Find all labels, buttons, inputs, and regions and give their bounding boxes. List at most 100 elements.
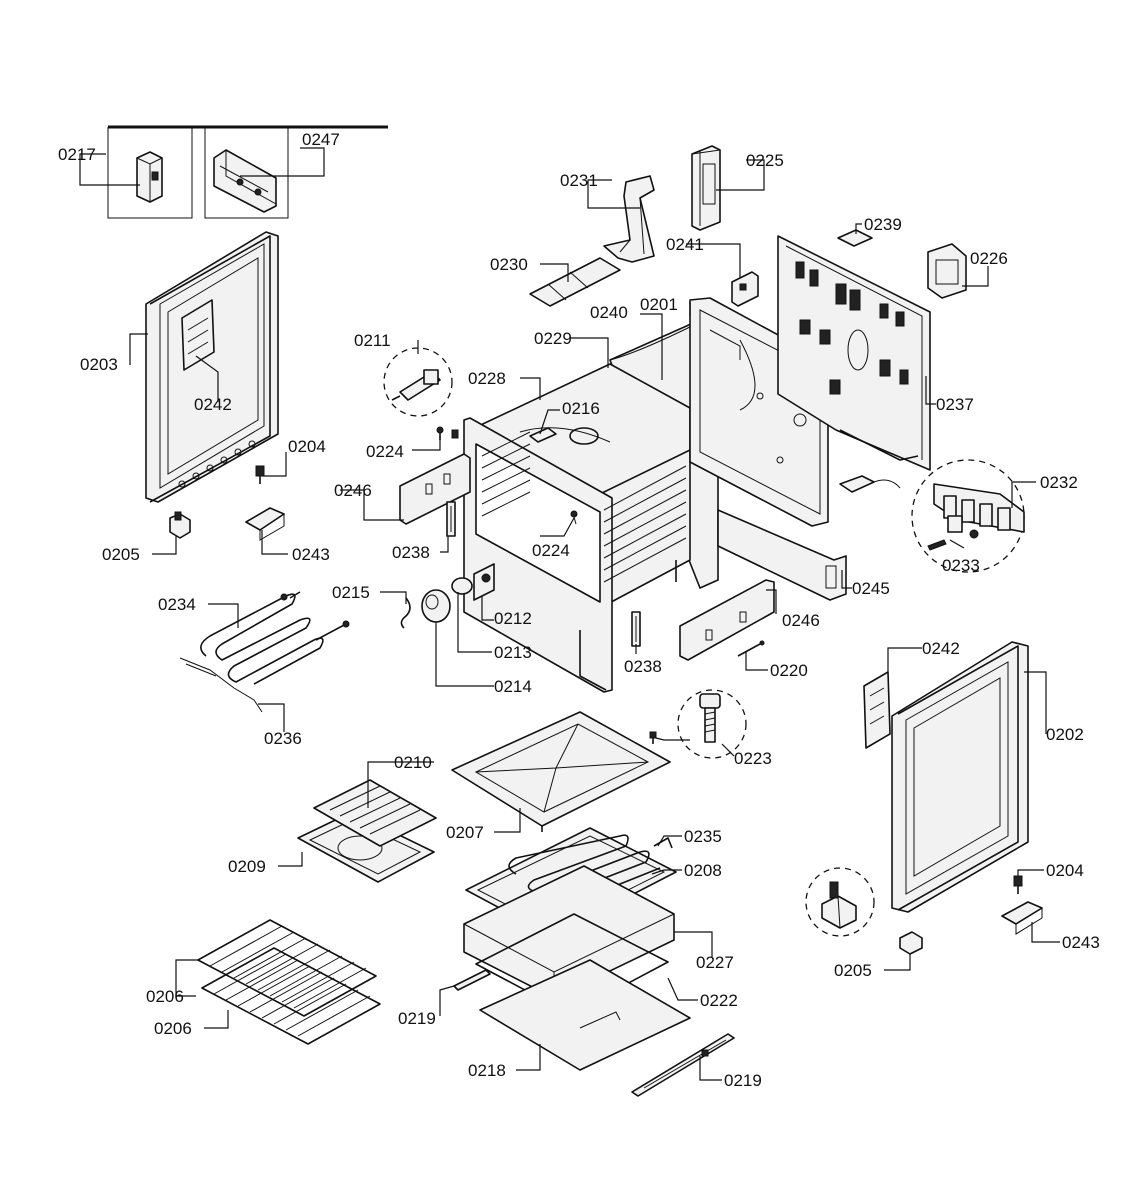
label-0242-right: 0242 (922, 639, 960, 658)
label-0203: 0203 (80, 355, 118, 374)
label-0227: 0227 (696, 953, 734, 972)
element-bracket-part-0236 (179, 657, 263, 713)
label-0218: 0218 (468, 1061, 506, 1080)
slide-part-0238-left (446, 501, 456, 537)
hinge-part-0217 (136, 151, 163, 203)
slide-part-0219-right (631, 1033, 735, 1097)
cavity-rack-ribs (481, 431, 687, 583)
sensor-inset-part-0211 (383, 347, 453, 417)
label-0214: 0214 (494, 677, 532, 696)
label-0225: 0225 (746, 151, 784, 170)
back-panel-part-0237 (777, 235, 931, 471)
label-0210: 0210 (394, 753, 432, 772)
label-0234: 0234 (158, 595, 196, 614)
label-0246-right: 0246 (782, 611, 820, 630)
rack-wires-lower (213, 953, 371, 1037)
screw-part-0204-left (255, 465, 265, 484)
label-0229: 0229 (534, 329, 572, 348)
side-rail-part-0246-right (679, 579, 775, 661)
label-0208: 0208 (684, 861, 722, 880)
label-0228: 0228 (468, 369, 506, 388)
label-0238-right: 0238 (624, 657, 662, 676)
lamp-clip-part-0215 (400, 597, 411, 629)
label-0226: 0226 (970, 249, 1008, 268)
broiler-grid-part-0210 (313, 779, 437, 847)
hinge-inset-group (107, 125, 388, 219)
label-0240: 0240 (590, 303, 628, 322)
terminal-screws-part-0233 (927, 515, 979, 551)
screw-part-0204-right (1013, 875, 1023, 894)
wire-connector (839, 475, 901, 493)
label-0224-upper: 0224 (366, 442, 404, 461)
label-0204-right: 0204 (1046, 861, 1084, 880)
label-0224-lower: 0224 (532, 541, 570, 560)
label-0243-left: 0243 (292, 545, 330, 564)
oven-door-right-part-0202 (891, 641, 1029, 913)
label-0204-left: 0204 (288, 437, 326, 456)
label-0212: 0212 (494, 609, 532, 628)
label-0237: 0237 (936, 395, 974, 414)
label-0238-left: 0238 (392, 543, 430, 562)
door-vent-holes (178, 440, 256, 488)
side-rail-part-0246-left (399, 453, 471, 525)
duct-part-0230 (529, 257, 621, 307)
vent-duct-part-0225 (691, 145, 721, 231)
pin-part-0220 (737, 640, 765, 657)
label-0211: 0211 (354, 331, 391, 350)
bottom-plate-part-0207 (451, 711, 671, 832)
label-0223: 0223 (734, 749, 772, 768)
hinge-receiver-part-0205-left (169, 511, 191, 539)
cover-plate-part-0226 (927, 243, 967, 299)
label-0233: 0233 (942, 556, 980, 575)
label-0231: 0231 (560, 171, 598, 190)
label-0220: 0220 (770, 661, 808, 680)
oven-rack-part-0206-upper (197, 919, 377, 1017)
clip-part-0216 (529, 427, 557, 443)
label-0246-left: 0246 (334, 481, 372, 500)
bolt-inset-part-0223 (677, 689, 747, 759)
bracket-part-0243-left (245, 507, 285, 541)
label-0206-upper: 0206 (146, 987, 184, 1006)
broiler-grid-slots (329, 785, 421, 835)
screw-part-0224-lower (570, 510, 578, 525)
label-0215: 0215 (332, 583, 370, 602)
label-0207: 0207 (446, 823, 484, 842)
side-rail-part-0245 (717, 509, 847, 601)
bracket-part-0243-right (1001, 901, 1043, 935)
label-0206-lower: 0206 (154, 1019, 192, 1038)
back-panel-vents (795, 261, 909, 395)
lamp-socket-part-0213 (451, 577, 473, 595)
duct-part-0231 (603, 175, 655, 263)
label-0219-left: 0219 (398, 1009, 436, 1028)
label-0245: 0245 (852, 579, 890, 598)
slide-part-0238-right (631, 611, 641, 647)
broil-element-part-0234 (200, 591, 350, 685)
terminal-block-inset-part-0232 (911, 459, 1025, 573)
label-0235: 0235 (684, 827, 722, 846)
hinge-bracket-part-0247 (213, 149, 277, 213)
label-0241: 0241 (666, 235, 704, 254)
label-0213: 0213 (494, 643, 532, 662)
oven-rack-part-0206-lower (201, 947, 381, 1045)
leader-lines (79, 147, 1060, 1081)
hinge-plate-part-0242-right (863, 671, 891, 749)
label-0230: 0230 (490, 255, 528, 274)
label-0236: 0236 (264, 729, 302, 748)
label-0222: 0222 (700, 991, 738, 1010)
part-number-labels: 0217 0247 0203 0242 0204 0205 0243 0234 … (58, 130, 1100, 1090)
small-screw-near-bolt (649, 731, 657, 744)
small-plate-part-0239 (837, 229, 873, 247)
label-0217: 0217 (58, 145, 96, 164)
slide-part-0219-left (453, 969, 491, 991)
label-0202: 0202 (1046, 725, 1084, 744)
label-0201: 0201 (640, 295, 678, 314)
label-0216: 0216 (562, 399, 600, 418)
element-bracket-part-0235 (653, 837, 673, 849)
lamp-housing-part-0212 (473, 563, 495, 601)
bottom-panel-part-0218 (479, 959, 691, 1071)
label-0243-right: 0243 (1062, 933, 1100, 952)
label-0247: 0247 (302, 130, 340, 149)
label-0242-left: 0242 (194, 395, 232, 414)
hinge-receiver-part-0205-right (899, 931, 923, 955)
